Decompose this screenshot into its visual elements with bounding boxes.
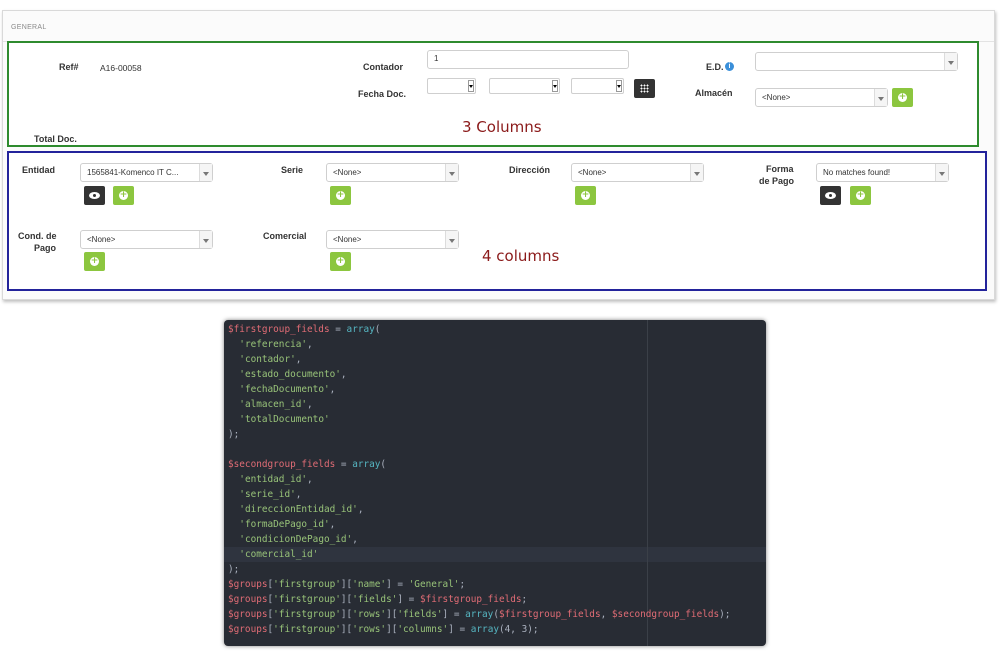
ref-label: Ref# bbox=[59, 62, 79, 72]
code-line: 'direccionEntidad_id', bbox=[239, 504, 364, 515]
chevron-down-icon bbox=[468, 80, 474, 92]
contador-label: Contador bbox=[363, 62, 403, 72]
serie-value: <None> bbox=[333, 168, 362, 177]
first-group-box: Ref# A16-00058 Contador 1 E.D. i Fecha D… bbox=[7, 41, 979, 147]
code-line: 'contador', bbox=[239, 354, 302, 365]
chevron-down-icon bbox=[199, 231, 212, 248]
three-columns-annotation: 3 Columns bbox=[462, 118, 542, 136]
add-serie-button[interactable] bbox=[330, 186, 351, 205]
code-line: 'comercial_id' bbox=[239, 549, 319, 560]
code-line: 'totalDocumento' bbox=[239, 414, 330, 425]
code-block: $firstgroup_fields = array( 'referencia'… bbox=[228, 322, 730, 637]
code-line: 'referencia', bbox=[239, 339, 313, 350]
chevron-down-icon bbox=[445, 164, 458, 181]
add-direccion-button[interactable] bbox=[575, 186, 596, 205]
chevron-down-icon bbox=[874, 89, 887, 106]
chevron-down-icon bbox=[690, 164, 703, 181]
add-forma-pago-button[interactable] bbox=[850, 186, 871, 205]
cond-pago-label-line2: Pago bbox=[34, 243, 57, 253]
cond-pago-select[interactable]: <None> bbox=[80, 230, 213, 249]
total-label: Total Doc. bbox=[34, 134, 77, 144]
direccion-label: Dirección bbox=[509, 165, 551, 175]
fecha-month-select[interactable] bbox=[489, 78, 560, 94]
code-line: 'serie_id', bbox=[239, 489, 302, 500]
forma-pago-value: No matches found! bbox=[823, 168, 891, 177]
current-line-highlight bbox=[224, 547, 766, 562]
code-line: $groups['firstgroup']['rows']['columns']… bbox=[228, 624, 539, 635]
serie-label: Serie bbox=[281, 165, 304, 175]
comercial-label: Comercial bbox=[263, 231, 307, 241]
fecha-label: Fecha Doc. bbox=[358, 89, 407, 99]
panel-header: GENERAL bbox=[3, 11, 994, 42]
chevron-down-icon bbox=[944, 53, 957, 70]
comercial-select[interactable]: <None> bbox=[326, 230, 459, 249]
cond-pago-value: <None> bbox=[87, 235, 116, 244]
forma-label-line2: de Pago bbox=[759, 176, 795, 186]
cond-pago-label-line1: Cond. de bbox=[18, 231, 57, 241]
chevron-down-icon bbox=[199, 164, 212, 181]
code-line: ); bbox=[228, 564, 240, 575]
add-entidad-button[interactable] bbox=[113, 186, 134, 205]
code-line: 'entidad_id', bbox=[239, 474, 313, 485]
forma-label-line1: Forma bbox=[766, 164, 794, 174]
entidad-value: 1565841-Komenco IT C... bbox=[87, 168, 179, 177]
second-group-box: Entidad 1565841-Komenco IT C... Serie <N… bbox=[7, 151, 987, 291]
code-line: $firstgroup_fields = array( bbox=[228, 324, 381, 335]
ed-select[interactable] bbox=[755, 52, 958, 71]
add-cond-pago-button[interactable] bbox=[84, 252, 105, 271]
code-editor: $firstgroup_fields = array( 'referencia'… bbox=[224, 320, 766, 646]
indent-guide bbox=[647, 320, 648, 646]
forma-pago-select[interactable]: No matches found! bbox=[816, 163, 949, 182]
panel-title: GENERAL bbox=[11, 24, 47, 31]
view-forma-pago-button[interactable] bbox=[820, 186, 841, 205]
code-line: 'estado_documento', bbox=[239, 369, 347, 380]
comercial-value: <None> bbox=[333, 235, 362, 244]
chevron-down-icon bbox=[616, 80, 622, 92]
chevron-down-icon bbox=[552, 80, 558, 92]
info-icon[interactable]: i bbox=[725, 62, 734, 71]
direccion-value: <None> bbox=[578, 168, 607, 177]
almacen-value: <None> bbox=[762, 93, 791, 102]
fecha-year-select[interactable] bbox=[571, 78, 624, 94]
ref-value: A16-00058 bbox=[100, 63, 142, 73]
code-line: $groups['firstgroup']['name'] = 'General… bbox=[228, 579, 466, 590]
almacen-label: Almacén bbox=[695, 88, 733, 98]
add-comercial-button[interactable] bbox=[330, 252, 351, 271]
four-columns-annotation: 4 columns bbox=[482, 247, 560, 265]
entidad-select[interactable]: 1565841-Komenco IT C... bbox=[80, 163, 213, 182]
entidad-label: Entidad bbox=[22, 165, 55, 175]
code-line: $groups['firstgroup']['fields'] = $first… bbox=[228, 594, 528, 605]
add-almacen-button[interactable] bbox=[892, 88, 913, 107]
chevron-down-icon bbox=[935, 164, 948, 181]
almacen-select[interactable]: <None> bbox=[755, 88, 888, 107]
direccion-select[interactable]: <None> bbox=[571, 163, 704, 182]
chevron-down-icon bbox=[445, 231, 458, 248]
code-line: 'almacen_id', bbox=[239, 399, 313, 410]
ed-label: E.D. bbox=[706, 62, 724, 72]
serie-select[interactable]: <None> bbox=[326, 163, 459, 182]
code-line: 'fechaDocumento', bbox=[239, 384, 336, 395]
code-line: 'condicionDePago_id', bbox=[239, 534, 358, 545]
code-line: $groups['firstgroup']['rows']['fields'] … bbox=[228, 609, 731, 620]
code-line: ); bbox=[228, 429, 240, 440]
fecha-day-select[interactable] bbox=[427, 78, 476, 94]
contador-input[interactable]: 1 bbox=[427, 50, 629, 69]
calendar-icon bbox=[640, 84, 649, 93]
view-entidad-button[interactable] bbox=[84, 186, 105, 205]
code-line: 'formaDePago_id', bbox=[239, 519, 336, 530]
calendar-button[interactable] bbox=[634, 79, 655, 98]
code-line: $secondgroup_fields = array( bbox=[228, 459, 387, 470]
